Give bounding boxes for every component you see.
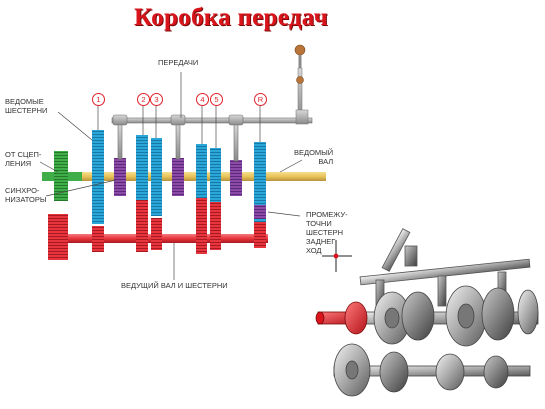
drive-gear-r: [254, 222, 266, 248]
selector-mechanism: [111, 114, 313, 162]
shift-rods: [359, 228, 531, 311]
driven-gear-2: [136, 135, 148, 217]
synchronizer-3: [230, 160, 242, 196]
gear-lever-icon: [294, 44, 309, 125]
drive-gear-3: [151, 218, 162, 250]
gear-number-5: 5: [210, 93, 223, 106]
driven-gear-5-lower: [210, 202, 221, 218]
drive-gear-2: [136, 216, 148, 252]
gear-number-2: 2: [137, 93, 150, 106]
driven-gear-r: [254, 142, 266, 222]
label-from-clutch: ОТ СЦЕП- ЛЕНИЯ: [5, 150, 42, 168]
leader-lines: [39, 72, 303, 280]
driven-gear-5: [210, 148, 221, 216]
gear-number-1: 1: [92, 93, 105, 106]
label-driven-shaft: ВЕДОМЫЙ ВАЛ: [294, 148, 334, 166]
synchronizer-1: [114, 158, 126, 196]
driven-gear-3: [151, 138, 162, 216]
drive-gear-main: [48, 214, 68, 260]
gear-number-3: 3: [150, 93, 163, 106]
input-shaft-red: [315, 301, 368, 335]
page-title: Коробка передач: [134, 4, 328, 31]
clutch-gear: [54, 151, 68, 201]
gear-number-r: R: [254, 93, 267, 106]
crosshair-icon: [322, 240, 352, 272]
driven-gear-4-lower: [196, 198, 207, 214]
synchronizer-r: [254, 205, 266, 219]
gear-number-4: 4: [196, 93, 209, 106]
driven-gear-4: [196, 144, 207, 210]
drive-gear-4: [196, 212, 207, 254]
label-intermediate: ПРОМЕЖУ- ТОЧНИ ШЕСТЕРН ЗАДНЕГ ХОД: [306, 210, 348, 255]
label-synchronizers: СИНХРО- НИЗАТОРЫ: [5, 186, 47, 204]
label-driven-gears: ВЕДОМЫЕ ШЕСТЕРНИ: [5, 97, 48, 115]
drive-gear-5: [210, 218, 221, 250]
drive-gear-1: [92, 226, 104, 252]
label-gears: ПЕРЕДАЧИ: [158, 58, 199, 67]
synchronizer-2: [172, 158, 184, 196]
label-drive-shaft: ВЕДУЩИЙ ВАЛ И ШЕСТЕРНИ: [121, 281, 228, 290]
driven-gear-2-lower: [136, 200, 148, 218]
lower-gear-cluster: [333, 343, 531, 397]
upper-gear-cluster: [347, 285, 539, 347]
driven-gear-1: [92, 130, 104, 224]
